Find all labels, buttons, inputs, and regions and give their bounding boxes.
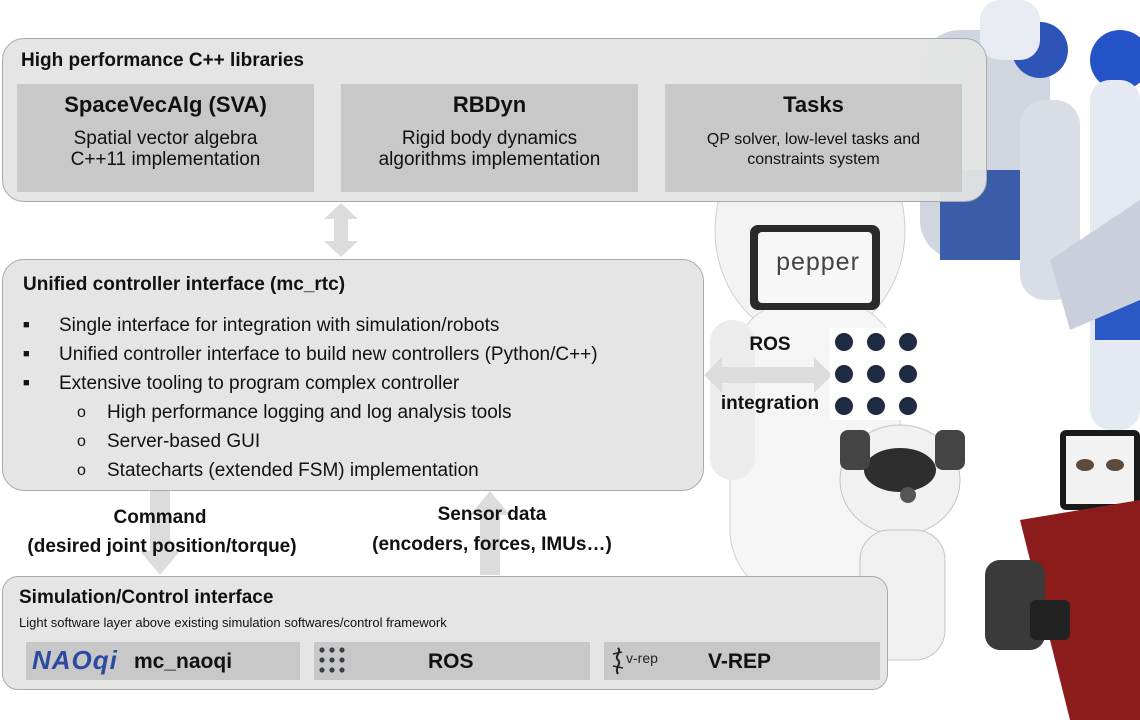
vrep-logo: v-rep <box>626 650 658 666</box>
circle-bullet-icon: o <box>77 433 86 450</box>
command-arrow-down <box>140 491 180 575</box>
command-label-1: Command <box>113 507 207 528</box>
lib-sva-desc-1: Spatial vector algebra <box>73 128 258 149</box>
lib-tasks-desc-2: constraints system <box>747 151 880 168</box>
ros-logo-icon <box>830 328 922 420</box>
controller-panel: Unified controller interface (mc_rtc) ■S… <box>2 259 704 491</box>
double-arrow-horizontal <box>704 357 832 393</box>
lib-sva-name: SpaceVecAlg (SVA) <box>64 92 267 117</box>
lib-tasks: Tasks QP solver, low-level tasks and con… <box>665 84 962 192</box>
ros-integration-label-2: integration <box>720 393 820 414</box>
sensor-label-2: (encoders, forces, IMUs…) <box>372 534 612 555</box>
sim-vrep: v-rep V-REP <box>604 642 880 680</box>
lib-rbdyn: RBDyn Rigid body dynamics algorithms imp… <box>341 84 638 192</box>
naoqi-logo: NAOqi <box>32 645 118 675</box>
lib-tasks-desc-1: QP solver, low-level tasks and <box>706 131 921 148</box>
sim-naoqi-name: mc_naoqi <box>134 650 233 673</box>
bullet-item: ■Unified controller interface to build n… <box>19 340 598 369</box>
baxter-robot <box>985 430 1140 720</box>
controller-bullet-list: ■Single interface for integration with s… <box>19 311 598 485</box>
lib-rbdyn-name: RBDyn <box>452 92 527 117</box>
pepper-screen-text: pepper <box>776 248 860 276</box>
blue-humanoid-robot <box>1050 30 1140 430</box>
ros-integration-label-1: ROS <box>749 334 791 355</box>
double-arrow-vertical <box>324 203 358 257</box>
sim-ros: ROS <box>314 642 590 680</box>
lib-sva-desc-2: C++11 implementation <box>70 149 261 170</box>
command-label-2: (desired joint position/torque) <box>27 536 297 557</box>
libraries-title: High performance C++ libraries <box>21 50 304 71</box>
bullet-item: ■Extensive tooling to program complex co… <box>19 369 598 398</box>
sensor-arrow-up <box>470 491 510 575</box>
circle-bullet-icon: o <box>77 404 86 421</box>
circle-bullet-icon: o <box>77 462 86 479</box>
lib-sva: SpaceVecAlg (SVA) Spatial vector algebra… <box>17 84 314 192</box>
lib-tasks-name: Tasks <box>783 92 844 117</box>
controller-title: Unified controller interface (mc_rtc) <box>23 274 346 295</box>
vrep-gecko-icon <box>612 647 624 675</box>
simulation-subtitle: Light software layer above existing simu… <box>19 615 447 630</box>
square-bullet-icon: ■ <box>23 377 30 389</box>
lib-rbdyn-desc-1: Rigid body dynamics <box>401 128 578 149</box>
sensor-label-1: Sensor data <box>437 504 547 525</box>
simulation-title: Simulation/Control interface <box>19 587 274 608</box>
sim-naoqi: NAOqi mc_naoqi <box>26 642 300 680</box>
sim-ros-name: ROS <box>428 650 474 673</box>
nao-robot <box>839 424 965 661</box>
square-bullet-icon: ■ <box>23 348 30 360</box>
square-bullet-icon: ■ <box>23 319 30 331</box>
sim-vrep-name: V-REP <box>708 650 772 673</box>
bullet-item: ■Single interface for integration with s… <box>19 311 598 340</box>
lib-rbdyn-desc-2: algorithms implementation <box>378 149 601 170</box>
ros-small-logo-icon <box>319 647 345 673</box>
